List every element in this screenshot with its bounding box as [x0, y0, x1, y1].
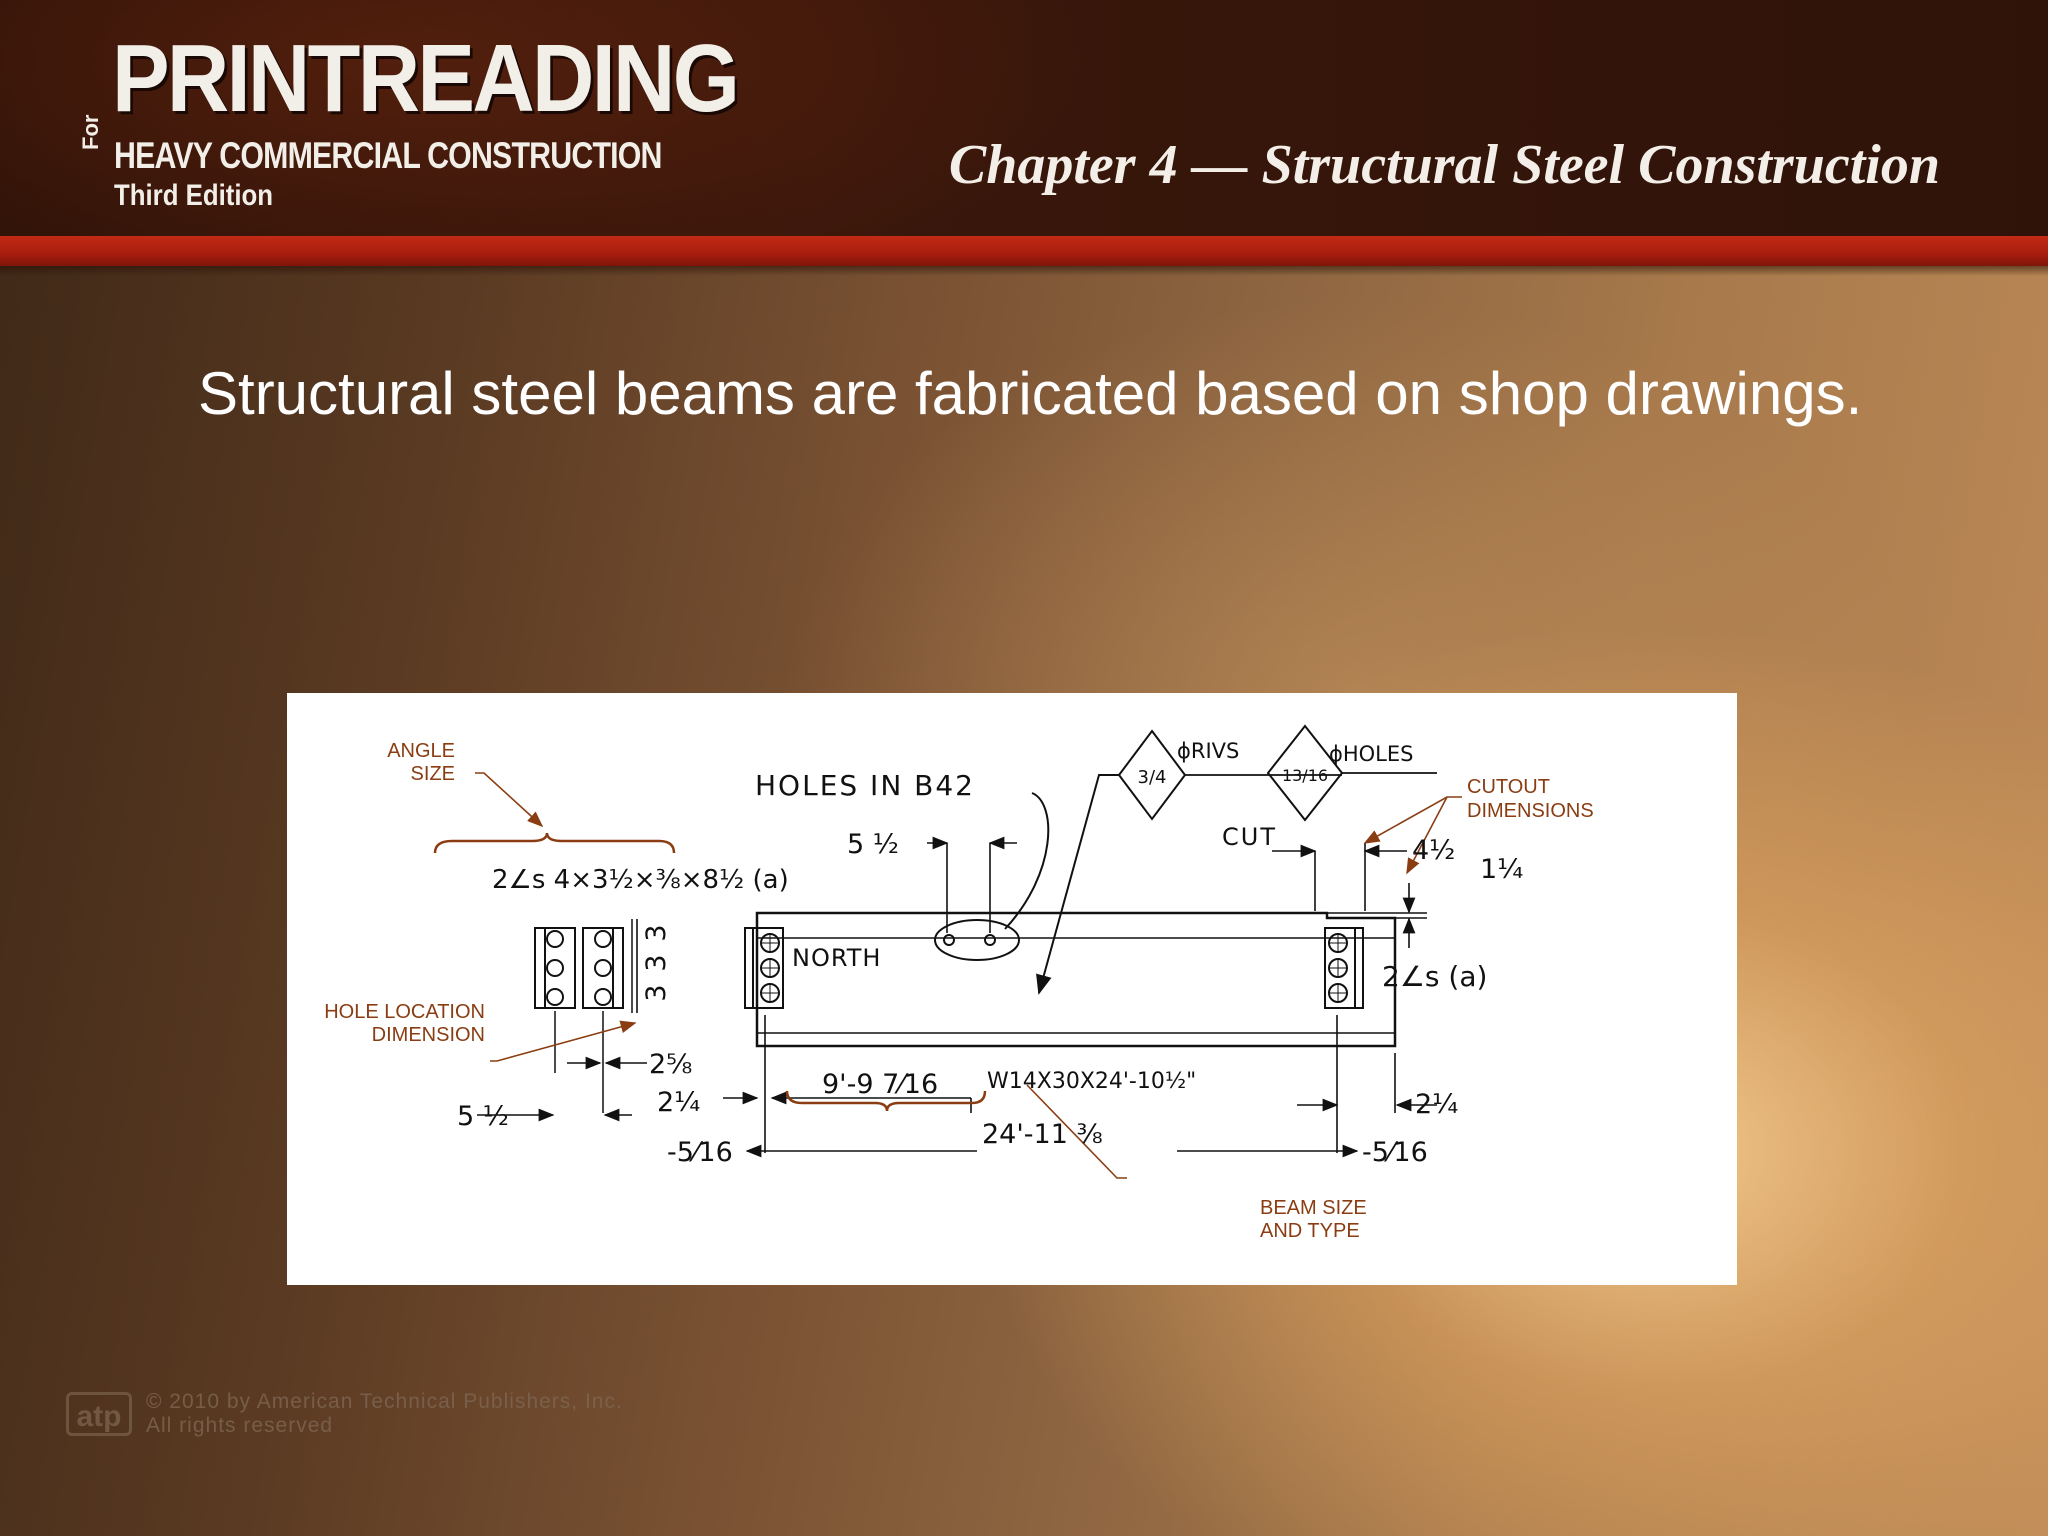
left-beam-angle [744, 927, 784, 1009]
logo-edition: Third Edition [114, 179, 274, 212]
dim-3-b: 3 [641, 954, 672, 971]
right-beam-angle [1324, 927, 1364, 1009]
callout-angle-size-1: ANGLE [387, 740, 455, 762]
note-cut: CUT [1222, 823, 1277, 851]
note-beam-spec: W14X30X24'-10½" [987, 1069, 1196, 1094]
dim-3-c: 3 [641, 984, 672, 1001]
rivet-diamond [1117, 724, 1344, 822]
dim-4-half: 4½ [1412, 835, 1455, 866]
note-angles-right: 2∠s (a) [1382, 960, 1487, 993]
shop-drawing: ANGLE SIZE CUTOUT DIMENSIONS HOLE LOCATI… [324, 724, 1594, 1242]
callout-beam-size-1: BEAM SIZE [1260, 1197, 1367, 1219]
callout-beam-size-2: AND TYPE [1260, 1220, 1360, 1242]
copyright-line-2: All rights reserved [146, 1414, 334, 1437]
chapter-title: Chapter 4 — Structural Steel Constructio… [948, 134, 1940, 196]
header-red-band [0, 236, 2048, 266]
detached-angles [534, 919, 633, 1113]
holes-leader [1004, 792, 1050, 930]
hole-oval [934, 919, 1020, 961]
dim-5-half-left: 5 ½ [457, 1101, 509, 1132]
logo-subtitle: HEAVY COMMERCIAL CONSTRUCTION [114, 135, 662, 176]
note-holes: ϕHOLES [1329, 742, 1413, 766]
shop-drawing-figure: ANGLE SIZE CUTOUT DIMENSIONS HOLE LOCATI… [287, 693, 1737, 1285]
note-hole-size: 13/16 [1282, 766, 1328, 785]
note-north: NORTH [792, 944, 881, 972]
dim-9-9-7-16: 9'-9 7⁄16 [822, 1069, 938, 1100]
note-holes-in-b42: HOLES IN B42 [755, 769, 975, 802]
header-shadow [0, 266, 2048, 276]
slide-body-text: Structural steel beams are fabricated ba… [198, 360, 1863, 427]
callout-hole-location-2: DIMENSION [372, 1024, 485, 1046]
dimension-lines [477, 836, 1437, 1158]
dim-1-quarter: 1¼ [1480, 854, 1523, 885]
dim-2-1-4-right: 2¼ [1415, 1089, 1458, 1120]
note-riv-size: 3/4 [1138, 767, 1167, 788]
callout-leaders [433, 772, 1462, 1179]
callout-cutout-2: DIMENSIONS [1467, 800, 1594, 822]
logo-for: For [78, 114, 103, 150]
dim-2-5-8: 2⅝ [649, 1049, 692, 1080]
note-angle-spec: 2∠s 4×3½×⅜×8½ (a) [492, 865, 789, 895]
atp-logo: atp [66, 1392, 132, 1436]
callout-angle-size-2: SIZE [411, 763, 455, 785]
copyright-line-1: © 2010 by American Technical Publishers,… [146, 1390, 623, 1413]
header-glow [0, 0, 2048, 236]
dim-24-11-3-8: 24'-11 ⅜ [982, 1119, 1103, 1150]
dim-2-1-4-left: 2¼ [657, 1087, 700, 1118]
beam-elevation [755, 911, 1397, 1048]
callout-hole-location-1: HOLE LOCATION [324, 1001, 485, 1023]
copyright: © 2010 by American Technical Publishers,… [146, 1390, 706, 1440]
dim-5-16-left: -5⁄16 [667, 1137, 733, 1168]
header-bar [0, 0, 2048, 236]
dim-3-a: 3 [641, 924, 672, 941]
callout-cutout-1: CUTOUT [1467, 776, 1550, 798]
logo-title: PRINTREADING [112, 25, 740, 132]
rivet-leader [1036, 774, 1119, 995]
dim-5-half-top: 5 ½ [847, 829, 899, 860]
note-rivs: ϕRIVS [1177, 739, 1239, 763]
dim-5-16-right: -5⁄16 [1362, 1137, 1428, 1168]
